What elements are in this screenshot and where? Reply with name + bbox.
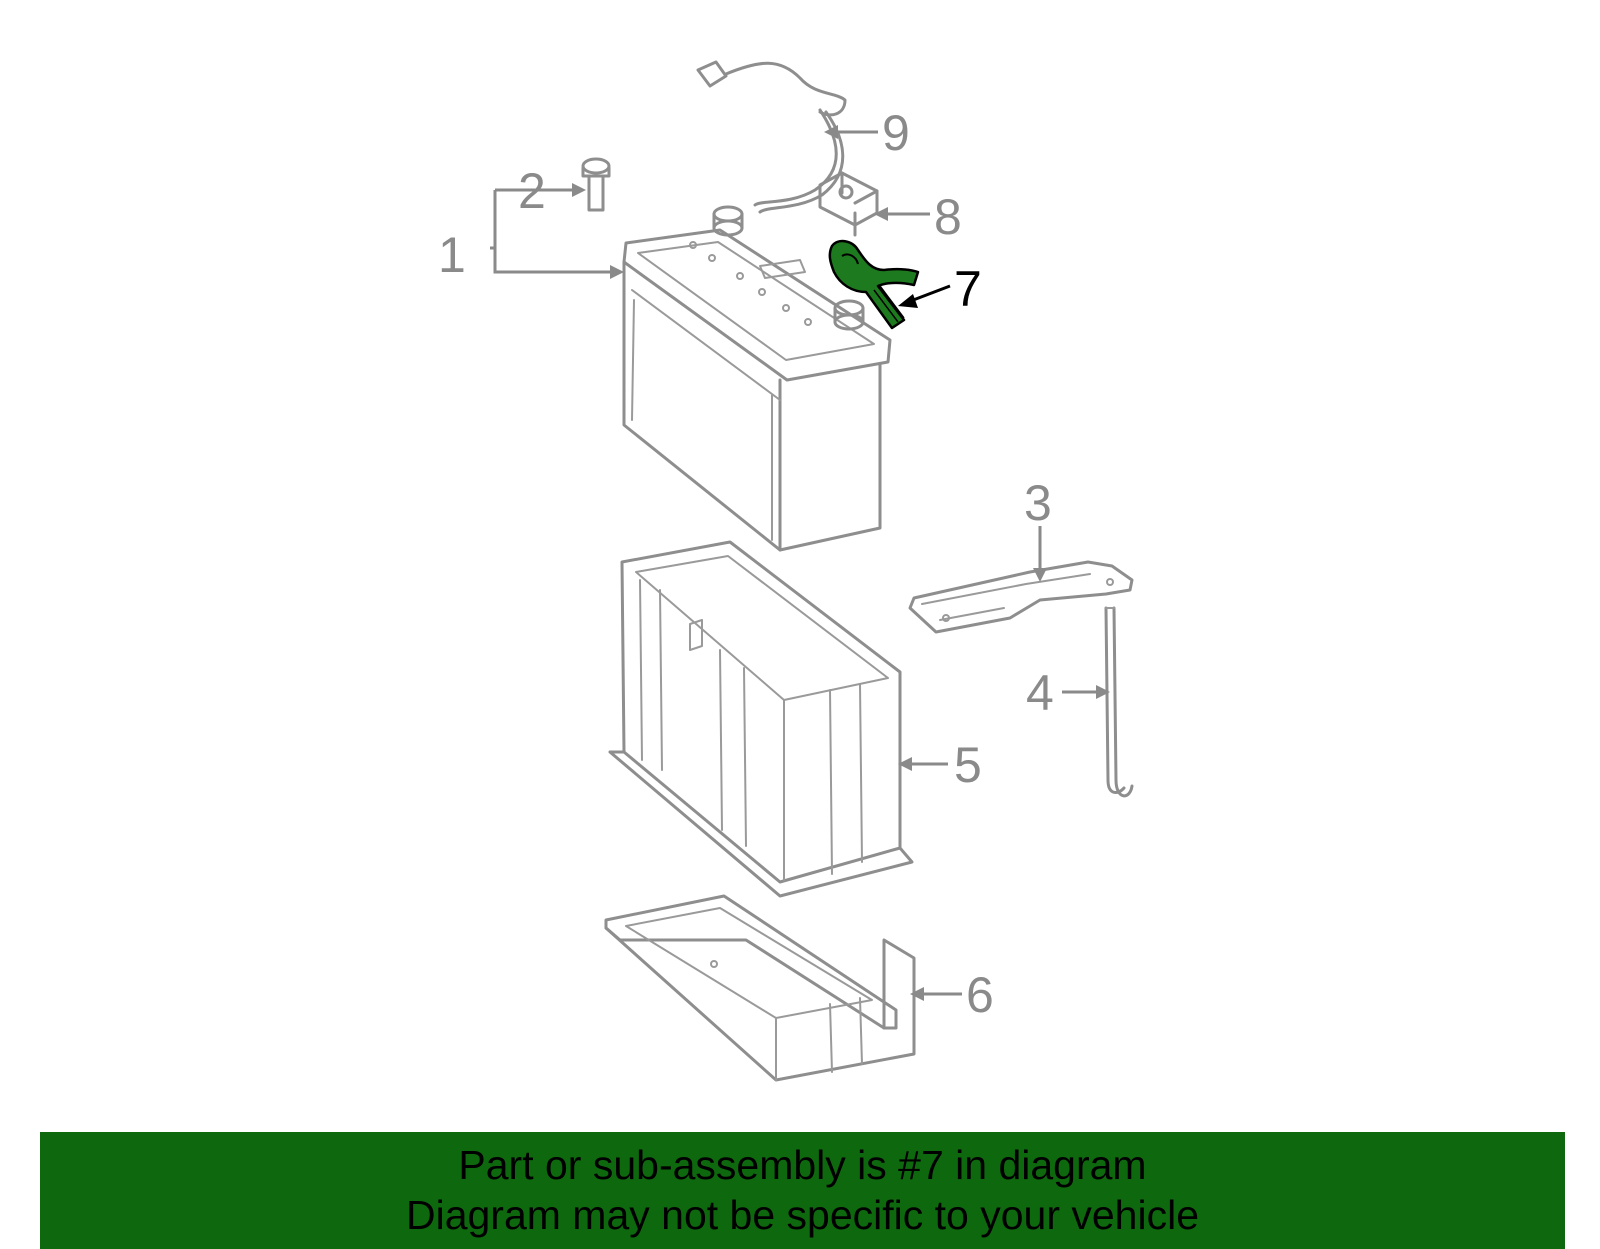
- callout-1: 1: [438, 227, 466, 283]
- leader-lines: [490, 130, 1100, 996]
- arrowhead-8: [874, 207, 888, 221]
- callout-6: 6: [966, 967, 994, 1023]
- part-3-bracket: [908, 560, 1134, 634]
- part-7-terminal: [828, 239, 920, 330]
- arrowhead-7: [898, 294, 918, 308]
- arrowhead-2: [572, 183, 586, 197]
- callout-2: 2: [518, 163, 546, 219]
- part-8-clip: [818, 171, 879, 237]
- arrowhead-6: [910, 987, 924, 1001]
- banner-line-disclaimer: Diagram may not be specific to your vehi…: [405, 1192, 1199, 1238]
- arrowheads: [572, 125, 1110, 1001]
- part-6-lower-tray: [604, 894, 916, 1082]
- part-1-battery: [622, 205, 892, 552]
- callout-8: 8: [934, 189, 962, 245]
- part-4-rod: [1104, 606, 1134, 798]
- callout-9: 9: [882, 105, 910, 161]
- arrowhead-4: [1096, 685, 1110, 699]
- info-banner: Part or sub-assembly is #7 in diagram Di…: [40, 1132, 1565, 1249]
- callout-7: 7: [954, 261, 982, 317]
- part-5-tray: [608, 540, 914, 898]
- leader-7: [907, 284, 951, 304]
- arrowhead-5: [898, 757, 912, 771]
- banner-line-part-number: Part or sub-assembly is #7 in diagram: [458, 1142, 1147, 1188]
- callout-5: 5: [954, 737, 982, 793]
- arrowhead-3: [1033, 568, 1047, 582]
- leader-1: [490, 188, 612, 274]
- arrowhead-1: [610, 265, 624, 279]
- callout-4: 4: [1026, 665, 1054, 721]
- callout-3: 3: [1024, 475, 1052, 531]
- part-2-bolt: [581, 157, 611, 212]
- part-9-cable: [696, 60, 847, 214]
- arrowhead-9: [824, 125, 838, 139]
